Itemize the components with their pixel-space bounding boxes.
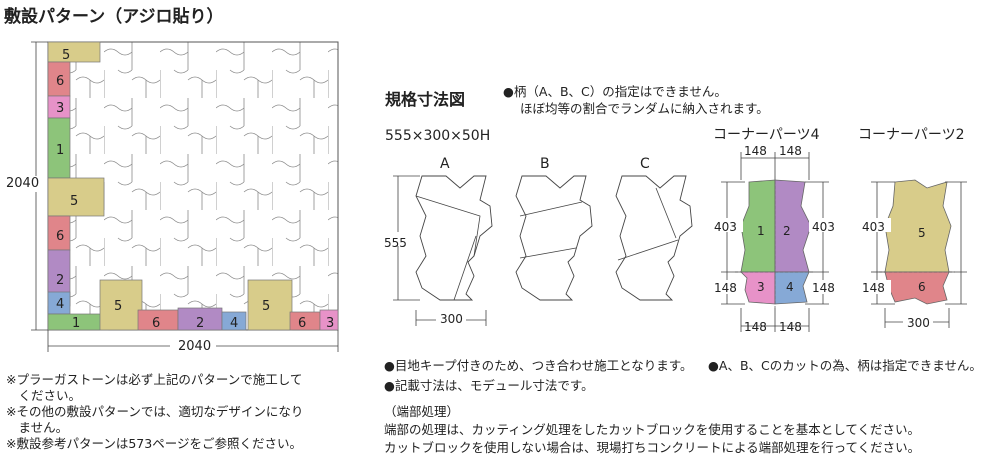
page-title: 敷設パターン（アジロ貼り） (4, 7, 224, 27)
corner2-title: コーナーパーツ2 (858, 127, 965, 143)
edge-piece-label: 6 (56, 229, 64, 244)
corner4-piece-label-4: 4 (786, 280, 794, 294)
corner4-piece-2 (774, 179, 812, 273)
dim-300-label: 300 (440, 312, 463, 326)
corner4-bottom-dim-2: 148 (779, 320, 802, 334)
edge-piece (247, 279, 293, 331)
corner4-diagram (713, 152, 839, 332)
note-line: ※プラーガストーンは必ず上記のパターンで施工して (6, 372, 303, 387)
edge-piece (319, 309, 339, 331)
corner2-left-dim-2: 148 (862, 281, 885, 295)
edge-piece-label: 6 (152, 316, 160, 331)
edge-piece-label: 1 (56, 143, 64, 158)
edge-piece-label: 4 (56, 297, 64, 312)
edge-piece-label: 5 (262, 299, 270, 314)
edge-piece-label: 5 (70, 194, 78, 209)
corner4-bottom-dim-1: 148 (744, 320, 767, 334)
corner2-diagram (861, 179, 967, 329)
corner4-piece-label-3: 3 (757, 280, 765, 294)
edge-piece (47, 177, 105, 217)
edge-piece-label: 5 (62, 48, 70, 63)
edge-piece (221, 311, 247, 331)
block-b (515, 175, 593, 301)
spec-heading: 規格寸法図 (385, 90, 466, 109)
note-line: ※敷設参考パターンは573ページをご参照ください。 (6, 436, 302, 451)
end-treatment-line-1: 端部の処理は、カッティング処理をしたカットブロックを使用することを基本としてくだ… (384, 422, 921, 437)
end-treatment-heading: （端部処理） (384, 404, 460, 419)
block-label-c: C (640, 156, 650, 172)
pattern-height-label: 2040 (6, 176, 40, 191)
corner2-piece-label-6: 6 (918, 280, 926, 294)
block-c (615, 175, 693, 301)
corner4-top-dim-1: 148 (744, 144, 767, 158)
corner2-piece-label-5: 5 (918, 226, 926, 240)
edge-piece-label: 2 (196, 316, 204, 331)
note-joint-keep: ●目地キープ付きのため、つき合わせ施工となります。 (384, 358, 693, 373)
note-module-size: ●記載寸法は、モデュール寸法です。 (384, 378, 594, 393)
corner4-right-dim-1: 403 (812, 220, 835, 234)
edge-piece-label: 3 (326, 316, 334, 331)
spec-note-1: ●柄（A、B、C）の指定はできません。 (503, 84, 727, 99)
corner2-bottom-dim: 300 (907, 316, 930, 330)
block-diagrams (384, 175, 693, 326)
corner4-right-dim-2: 148 (812, 281, 835, 295)
edge-piece-label: 6 (56, 74, 64, 89)
block-label-b: B (540, 156, 550, 172)
edge-piece (47, 41, 101, 63)
block-size: 555×300×50H (385, 128, 491, 144)
corner4-left-dim-2: 148 (714, 281, 737, 295)
corner2-left-dim-1: 403 (862, 220, 885, 234)
edge-piece-label: 1 (72, 316, 80, 331)
edge-piece (99, 279, 143, 331)
end-treatment-line-2: カットブロックを使用しない場合は、現場打ちコンクリートによる端部処理を行ってくだ… (384, 440, 921, 455)
note-pattern-cut: ●A、B、Cのカットの為、柄は指定できません。 (708, 358, 982, 373)
corner4-piece-label-1: 1 (757, 224, 765, 238)
note-line: ください。 (6, 388, 82, 403)
corner4-left-dim-1: 403 (714, 220, 737, 234)
edge-piece-label: 6 (298, 316, 306, 331)
note-line: ません。 (6, 420, 69, 435)
dim-555-label: 555 (384, 236, 407, 250)
corner4-piece-label-2: 2 (783, 224, 791, 238)
notes-left: ※プラーガストーンは必ず上記のパターンで施工して ください。 ※その他の敷設パタ… (6, 372, 303, 452)
block-a (415, 175, 493, 301)
edge-piece-label: 2 (56, 273, 64, 288)
block-label-a: A (440, 156, 450, 172)
note-line: ※その他の敷設パターンでは、適切なデザインになり (6, 404, 304, 419)
corner4-top-dim-2: 148 (779, 144, 802, 158)
corner2-piece-6 (884, 271, 950, 305)
corner4-title: コーナーパーツ4 (713, 127, 820, 143)
pattern-width-label: 2040 (178, 339, 212, 354)
edge-piece-label: 5 (114, 299, 122, 314)
edge-piece-label: 4 (230, 316, 238, 331)
edge-piece-label: 3 (56, 101, 64, 116)
spec-note-2: ほぼ均等の割合でランダムに納入されます。 (520, 101, 769, 116)
